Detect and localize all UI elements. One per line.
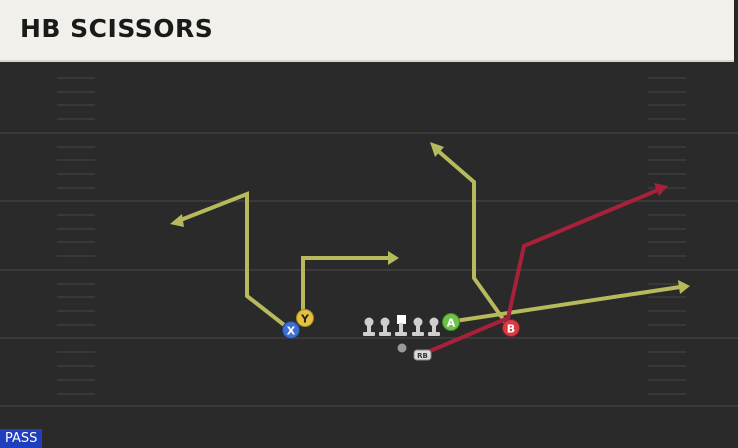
- play-field: RB X Y A B: [0, 62, 738, 448]
- lineman: [379, 317, 391, 336]
- rb-route-arrowhead: [654, 183, 668, 196]
- rb-route: [422, 188, 659, 356]
- b-route-corner-arrowhead: [430, 142, 444, 157]
- y-button-icon[interactable]: Y: [296, 309, 314, 327]
- lineman: [412, 317, 424, 336]
- y-label: Y: [300, 313, 310, 326]
- b-route-corner: [435, 148, 510, 328]
- y-route: [301, 256, 390, 318]
- rb-label: RB: [417, 352, 428, 360]
- offensive-line: [363, 315, 440, 336]
- lineman: [428, 317, 440, 336]
- play-header: HB SCISSORS: [0, 0, 734, 62]
- a-label: A: [447, 317, 456, 330]
- x-label: X: [287, 325, 296, 338]
- center: [395, 315, 407, 336]
- b-label: B: [507, 323, 515, 336]
- x-button-icon[interactable]: X: [282, 321, 300, 339]
- play-type-badge: PASS: [0, 429, 43, 448]
- y-route-arrowhead: [388, 251, 399, 265]
- qb-dot-icon: [397, 343, 407, 353]
- b-button-icon[interactable]: B: [502, 319, 520, 337]
- yard-lines: [0, 132, 738, 407]
- x-route-arrowhead: [170, 214, 184, 227]
- rb-tag-icon[interactable]: RB: [413, 349, 432, 361]
- a-route: [454, 285, 681, 323]
- play-title: HB SCISSORS: [20, 14, 214, 43]
- a-button-icon[interactable]: A: [442, 313, 460, 331]
- x-route: [177, 191, 290, 330]
- hash-marks: [57, 77, 686, 395]
- a-route-arrowhead: [678, 280, 690, 294]
- lineman: [363, 317, 375, 336]
